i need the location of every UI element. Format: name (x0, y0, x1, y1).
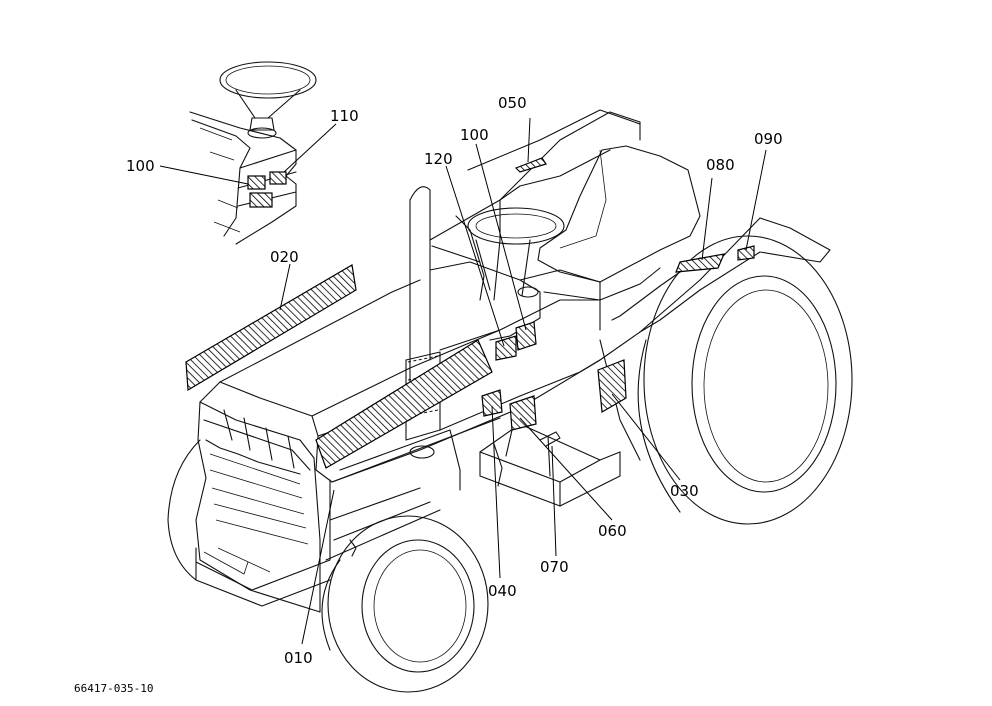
callout-070: 070 (540, 558, 569, 576)
callout-090: 090 (754, 130, 783, 148)
decal-040 (481, 389, 503, 417)
front-wheel (321, 515, 489, 693)
rear-wheel (637, 235, 853, 525)
decal-hood-side (315, 339, 493, 469)
front-left-fender (167, 439, 201, 581)
callout-040: 040 (488, 582, 517, 600)
callout-120: 120 (424, 150, 453, 168)
decal-080 (675, 253, 725, 273)
decals (185, 157, 755, 469)
callout-020: 020 (270, 248, 299, 266)
callout-labels: 010 020 030 040 050 060 070 080 090 100 … (126, 94, 783, 667)
leader-lines (159, 117, 767, 645)
dashboard-inset (189, 61, 317, 245)
decal-020 (185, 264, 357, 392)
decal-090 (737, 245, 755, 261)
callout-030: 030 (670, 482, 699, 500)
decal-100-right (515, 321, 537, 351)
callout-080: 080 (706, 156, 735, 174)
callout-100-left: 100 (126, 157, 155, 175)
callout-110: 110 (330, 107, 359, 125)
callout-050: 050 (498, 94, 527, 112)
tractor-body (195, 109, 831, 613)
callout-060: 060 (598, 522, 627, 540)
drawing-number: 66417-035-10 (74, 682, 153, 695)
decal-030 (597, 359, 627, 413)
decal-050 (514, 157, 547, 173)
decal-060 (509, 395, 537, 431)
callout-010: 010 (284, 649, 313, 667)
decal-120 (495, 335, 517, 361)
callout-100-right: 100 (460, 126, 489, 144)
